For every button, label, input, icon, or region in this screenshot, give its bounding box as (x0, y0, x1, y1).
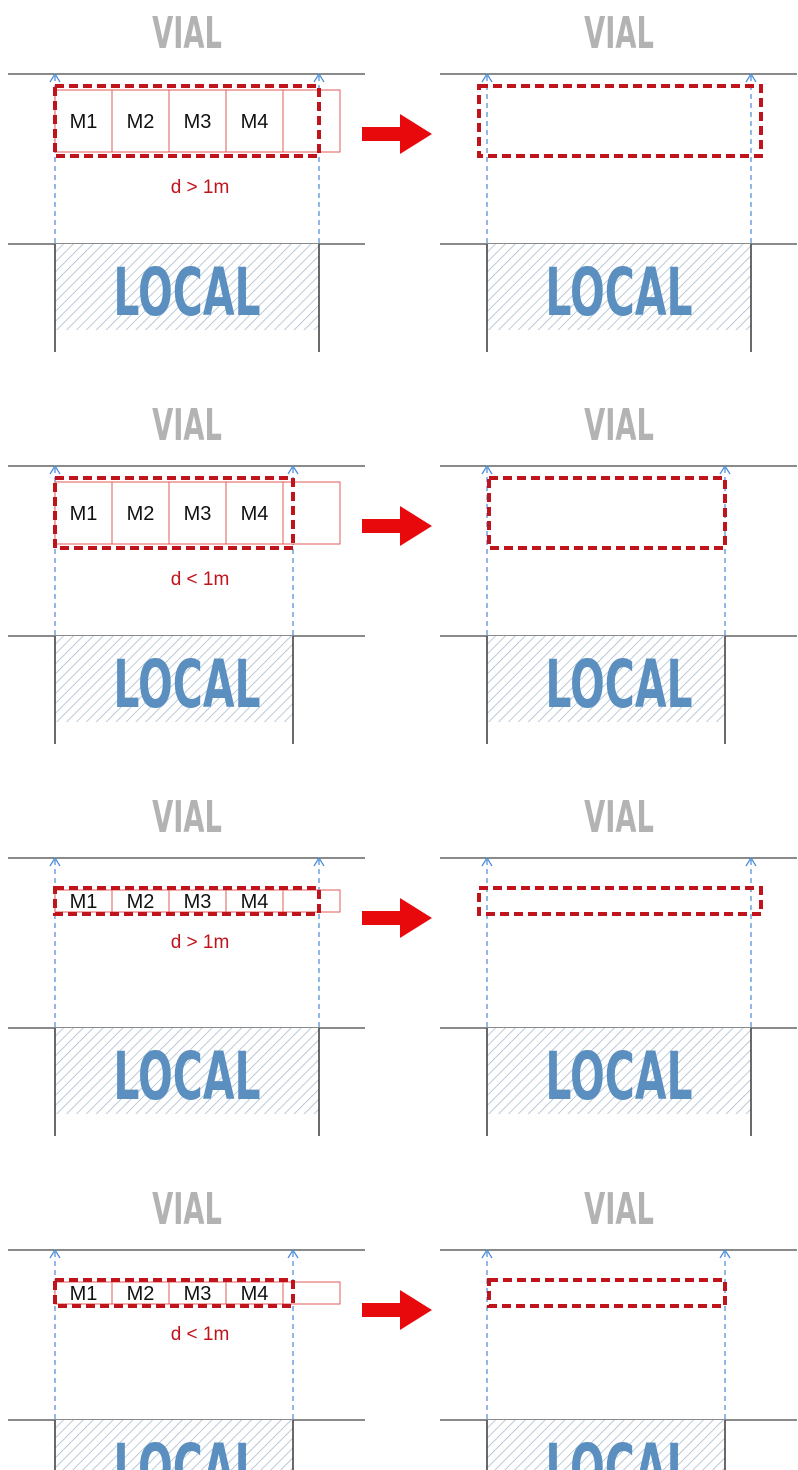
module-label: M3 (184, 1283, 212, 1305)
module-label: M1 (70, 111, 98, 133)
panel-before: VIAL LOCAL M1 M2 M3 M4 d < 1m (8, 399, 365, 744)
premises-label: LOCAL (545, 646, 692, 723)
distance-note: d < 1m (171, 569, 230, 590)
guide-arrow-head (481, 72, 493, 83)
selection-frame (53, 84, 321, 158)
premises-area (55, 1420, 293, 1470)
selection-frame (477, 886, 763, 916)
premises-label: LOCAL (113, 646, 260, 723)
guide-arrow-head (745, 72, 757, 83)
street-label: VIAL (584, 791, 654, 843)
selection-frame (477, 84, 763, 158)
premises-area (487, 1028, 751, 1114)
selection-frame (53, 1278, 295, 1308)
module-label: M2 (127, 503, 155, 525)
module-label: M2 (127, 111, 155, 133)
distance-note: d < 1m (171, 1324, 230, 1345)
premises-label: LOCAL (545, 1430, 692, 1470)
street-label: VIAL (584, 7, 654, 59)
premises-label: LOCAL (545, 254, 692, 331)
street-label: VIAL (152, 791, 222, 843)
premises-area (55, 1028, 319, 1114)
module-cell (111, 481, 170, 545)
premises-area (487, 1420, 725, 1470)
street-label: VIAL (152, 1183, 222, 1235)
module-cell (282, 889, 341, 913)
transition-arrow (362, 1290, 432, 1330)
module-label: M4 (241, 503, 269, 525)
panel-before: VIAL LOCAL M1 M2 M3 M4 d < 1m (8, 1183, 365, 1470)
guide-arrow-head (481, 1248, 493, 1259)
street-label: VIAL (152, 7, 222, 59)
selection-frame (53, 476, 295, 550)
guide-arrow-head (49, 72, 61, 83)
street-label: VIAL (584, 1183, 654, 1235)
selection-frame (487, 476, 727, 550)
guide-arrow-head (745, 856, 757, 867)
panel-before: VIAL LOCAL M1 M2 M3 M4 d > 1m (8, 7, 365, 352)
selection-frame (487, 1278, 727, 1308)
module-label: M1 (70, 1283, 98, 1305)
street-label: VIAL (584, 399, 654, 451)
distance-note: d > 1m (171, 177, 230, 198)
module-label: M4 (241, 1283, 269, 1305)
module-cell (225, 89, 284, 153)
module-cell (168, 481, 227, 545)
guide-arrow-head (287, 464, 299, 475)
premises-label: LOCAL (545, 1038, 692, 1115)
guide-arrow-head (287, 1248, 299, 1259)
module-label: M1 (70, 891, 98, 913)
guide-arrow-head (49, 856, 61, 867)
module-cell (111, 89, 170, 153)
transition-arrow (362, 114, 432, 154)
guide-arrow-head (719, 1248, 731, 1259)
guide-arrow-head (49, 464, 61, 475)
premises-area (55, 244, 319, 330)
panel-before: VIAL LOCAL M1 M2 M3 M4 d > 1m (8, 791, 365, 1136)
premises-label: LOCAL (113, 254, 260, 331)
guide-arrow-head (481, 464, 493, 475)
module-label: M3 (184, 111, 212, 133)
panel-after: VIALLOCALM1M2M3M4M5 (440, 7, 797, 352)
module-cell (54, 89, 113, 153)
premises-label: LOCAL (113, 1038, 260, 1115)
module-label: M1 (70, 503, 98, 525)
module-label: M2 (127, 1283, 155, 1305)
premises-area (55, 636, 293, 722)
premises-area (487, 244, 751, 330)
guide-arrow-head (313, 856, 325, 867)
module-cell (54, 481, 113, 545)
premises-label: LOCAL (113, 1430, 260, 1470)
premises-area (487, 636, 725, 722)
street-label: VIAL (152, 399, 222, 451)
guide-arrow-head (481, 856, 493, 867)
distance-note: d > 1m (171, 932, 230, 953)
module-cell (282, 1281, 341, 1305)
module-cell (282, 89, 341, 153)
module-label: M3 (184, 503, 212, 525)
transition-arrow (362, 506, 432, 546)
module-label: M3 (184, 891, 212, 913)
panel-after: VIALLOCALM1M2M3M4M5 (440, 791, 797, 1136)
selection-frame (53, 886, 321, 916)
guide-arrow-head (313, 72, 325, 83)
transition-arrow (362, 898, 432, 938)
module-label: M4 (241, 111, 269, 133)
guide-arrow-head (49, 1248, 61, 1259)
module-label: M2 (127, 891, 155, 913)
module-label: M4 (241, 891, 269, 913)
guide-arrow-head (719, 464, 731, 475)
